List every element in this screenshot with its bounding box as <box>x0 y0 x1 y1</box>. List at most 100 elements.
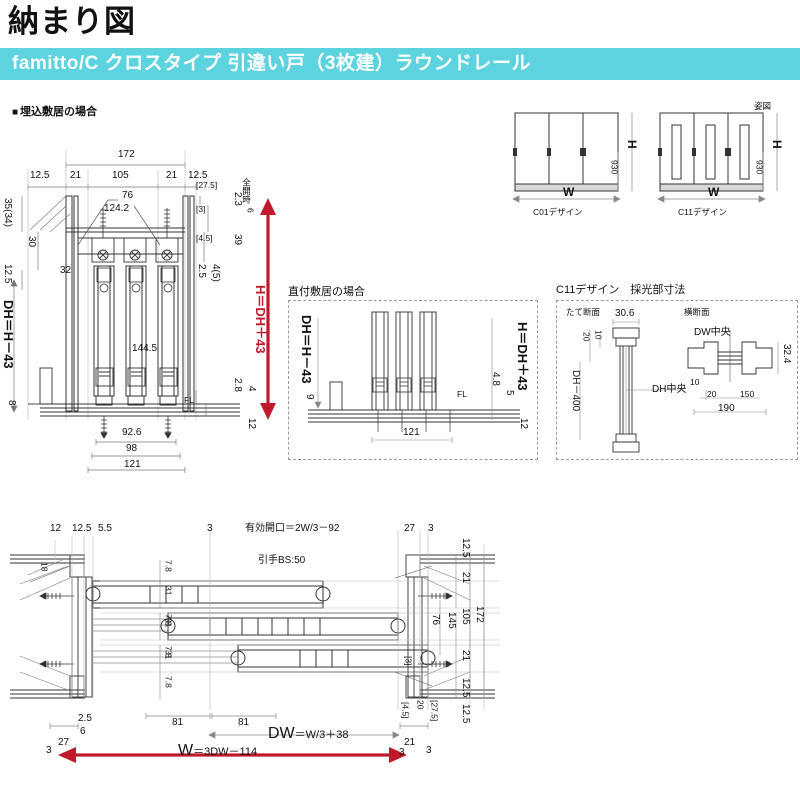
plan-dim-5-5: 5.5 <box>98 523 112 534</box>
plan-dim-2-5: 2.5 <box>78 713 92 724</box>
plan-dim-31-a: 31 <box>163 586 174 596</box>
title-banner <box>0 48 800 80</box>
plan-dim-3-right: 3 <box>428 523 434 534</box>
c11-label-dw-center: DW中央 <box>694 327 731 338</box>
plan-right-12-5-lower: 12.5 <box>460 704 471 724</box>
plan-dim-12-5: 12.5 <box>72 523 92 534</box>
label-vertical-section: たて断面 <box>566 307 601 317</box>
inset-dim-12: 12 <box>518 418 529 430</box>
dim-top-12-5-right: 12.5 <box>188 170 208 181</box>
c11-dim-10-vert: 10 <box>593 330 604 340</box>
section-label-direct-sill: 直付敷居の場合 <box>288 286 365 298</box>
plan-right-12-5-top: 12.5 <box>460 538 471 558</box>
plan-dim-81-a: 81 <box>172 717 184 728</box>
dim-left-8: 8 <box>6 400 17 406</box>
direct-sill-inset-box <box>288 300 538 460</box>
plan-dim-7-8-d: 7.8 <box>163 676 174 688</box>
dim-right-2-3: 2.3 <box>232 192 243 206</box>
inset-label-fl: FL <box>457 389 467 399</box>
dim-right-2-5: 2.5 <box>196 264 207 278</box>
dim-h-formula-red: H＝DH＋43 <box>253 285 268 354</box>
plan-dim-21-bot: 21 <box>404 737 416 748</box>
dim-right-12: 12 <box>246 418 257 430</box>
elev-c11-height-label: H <box>770 140 784 149</box>
width-dimension-arrow <box>58 747 407 763</box>
dim-top-105: 105 <box>112 170 129 181</box>
plan-dim-7-8-c: 7.8 <box>163 646 174 658</box>
c11-dim-190: 190 <box>718 403 735 414</box>
inset-dim-5: 5 <box>504 390 515 396</box>
dim-left-12-5: 12.5 <box>2 264 13 284</box>
c11-dim-32-4: 32.4 <box>781 344 792 364</box>
height-dimension-arrow <box>260 198 276 420</box>
inset-dim-h-formula: H＝DH＋43 <box>515 322 530 391</box>
plan-dim-18: 18 <box>39 562 50 572</box>
banner-title: famitto/C クロスタイプ 引違い戸（3枚建）ラウンドレール <box>12 53 531 74</box>
dim-right-39: 39 <box>232 234 243 246</box>
plan-dim-6: 6 <box>80 726 86 737</box>
c11-label-dh-center: DH中央 <box>652 384 687 395</box>
plan-right-bracket-27-5: [27.5] <box>429 700 440 722</box>
plan-dim-81-b: 81 <box>238 717 250 728</box>
plan-dim-7-8-a: 7.8 <box>163 560 174 572</box>
plan-right-76: 76 <box>430 614 441 626</box>
dim-bracket-3: [3] <box>196 204 206 214</box>
c11-dim-10-horiz: 10 <box>690 377 700 387</box>
plan-dim-12: 12 <box>50 523 62 534</box>
dim-144-5: 144.5 <box>132 343 158 354</box>
inset-dim-121: 121 <box>403 427 420 438</box>
plan-w-formula-small: ＝3DW－114 <box>193 746 258 758</box>
plan-handle-bs: 引手BS:50 <box>258 555 306 566</box>
section-label-c11-daylight: C11デザイン 採光部寸法 <box>556 284 686 296</box>
elev-c01-height-label: H <box>625 140 639 149</box>
dim-dh-formula: DH＝H－43 <box>1 300 16 369</box>
plan-dim-3-br: 3 <box>426 745 432 756</box>
plan-dim-3-bl: 3 <box>46 745 52 756</box>
dim-right-4-5p: 4(5) <box>210 264 221 282</box>
plan-right-172: 172 <box>474 606 485 623</box>
plan-right-bracket-4-5: [4.5] <box>400 702 411 719</box>
section-label-embedded-sill: 埋込敷居の場合 <box>12 103 97 119</box>
dim-92-6: 92.6 <box>122 427 142 438</box>
dim-right-2-8: 2.8 <box>232 378 243 392</box>
plan-dim-7-8-b: 7.8 <box>163 614 174 626</box>
c11-dim-20-horiz: 20 <box>707 389 717 399</box>
inset-dim-dh-formula: DH＝H－43 <box>299 315 314 384</box>
dim-right-6: 6 <box>245 208 256 213</box>
elev-c11-sill-height: 930 <box>754 160 765 175</box>
plan-right-105: 105 <box>460 608 471 625</box>
label-horizontal-section: 横断面 <box>684 307 710 317</box>
plan-dim-3-bm: 3 <box>399 747 405 758</box>
plan-dim-27-top: 27 <box>404 523 416 534</box>
dim-left-35-34: 35(34) <box>2 198 13 227</box>
plan-right-21-bot: 21 <box>460 650 471 662</box>
plan-right-20: 20 <box>415 700 426 710</box>
dim-top-21-right: 21 <box>166 170 178 181</box>
c11-dim-20-vert: 20 <box>581 332 592 342</box>
plan-dw-formula-big: DW <box>268 725 295 742</box>
dim-98: 98 <box>126 443 138 454</box>
plan-dim-31-c: 31 <box>163 650 174 660</box>
label-fl-main: FL <box>184 395 194 405</box>
label-full-open: 全開時 <box>241 178 252 204</box>
inset-dim-9: 9 <box>304 394 315 400</box>
inset-dim-4-8: 4.8 <box>490 372 501 386</box>
plan-dim-31-b: 31 <box>163 618 174 628</box>
plan-w-formula-big: W <box>178 742 194 759</box>
dim-right-4: 4 <box>246 386 257 392</box>
dim-lead-124-2: 124.2 <box>104 203 130 214</box>
elev-label-c01: C01デザイン <box>533 207 583 217</box>
dim-left-30: 30 <box>26 236 37 248</box>
plan-dim-27-bot: 27 <box>58 737 70 748</box>
elev-c11-width-label: W <box>708 185 720 199</box>
elev-c01-sill-height: 930 <box>609 160 620 175</box>
plan-right-12-5-bot: 12.5 <box>460 678 471 698</box>
dim-overall-width-172: 172 <box>118 149 135 160</box>
plan-w-formula: W＝3DW－114 <box>178 742 257 760</box>
plan-right-145: 145 <box>446 612 457 629</box>
